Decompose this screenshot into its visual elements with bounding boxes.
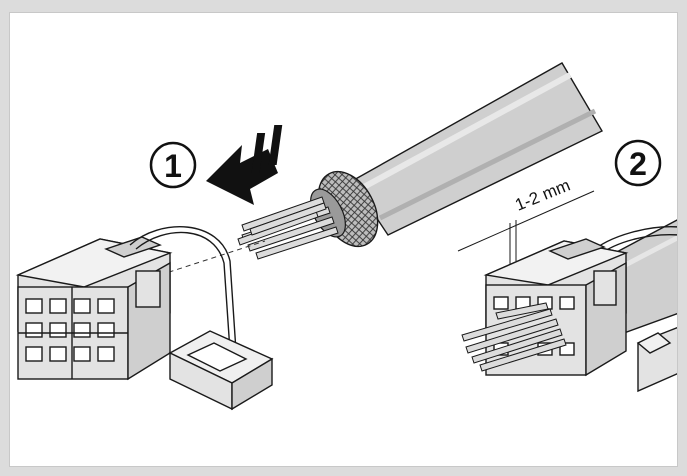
step-1-badge: 1 [149,141,197,189]
step-2-number: 2 [629,146,647,182]
cable-clip-1 [168,330,274,411]
connector-2 [483,238,629,377]
wires-1 [237,196,339,260]
assembly-diagram: 1 [15,62,677,411]
cable-1 [310,62,603,248]
wires-2 [461,302,567,372]
dimension-label: 1-2 mm [512,176,573,215]
diagram-frame: 1 [9,12,678,467]
cable-clip-2 [636,327,677,393]
strap-clip-1 [129,226,237,352]
step-1-number: 1 [164,148,182,184]
guide-line [159,240,266,276]
insert-arrow-icon [206,125,283,205]
connector-1 [15,236,173,381]
step-2-badge: 2 [614,139,662,187]
